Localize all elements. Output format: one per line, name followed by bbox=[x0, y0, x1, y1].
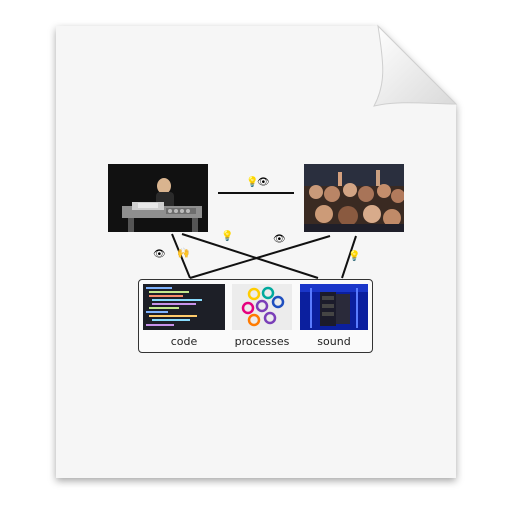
label-sound: sound bbox=[317, 335, 351, 348]
components-panel: code processes sound bbox=[138, 279, 373, 353]
label-code: code bbox=[170, 335, 198, 348]
document-page bbox=[56, 26, 456, 478]
line-audience-sound bbox=[341, 235, 357, 279]
eye-icon: 👁 bbox=[257, 177, 270, 188]
line-performer-code bbox=[171, 233, 191, 279]
idea-icon: 💡 bbox=[348, 251, 361, 262]
eye-icon: 👁 bbox=[153, 249, 166, 260]
eye-icon: 👁 bbox=[273, 234, 286, 245]
label-processes: processes bbox=[234, 335, 290, 348]
line-audience-code bbox=[189, 235, 331, 279]
celebrate-icon: 🙌 bbox=[177, 248, 190, 259]
audience-photo bbox=[304, 164, 404, 232]
performer-photo bbox=[108, 164, 208, 232]
idea-icon: 💡 bbox=[246, 177, 259, 188]
code-thumbnail bbox=[143, 284, 225, 330]
idea-icon: 💡 bbox=[221, 231, 234, 242]
processes-thumbnail bbox=[232, 284, 292, 330]
sound-thumbnail bbox=[300, 284, 368, 330]
line-performer-sound bbox=[181, 233, 319, 279]
document-fold bbox=[373, 24, 458, 107]
